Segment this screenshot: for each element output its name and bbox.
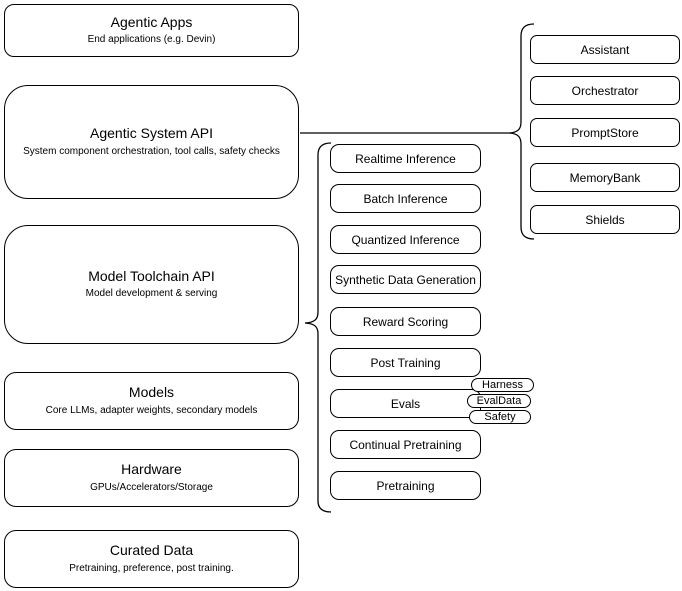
- node-label: Continual Pretraining: [349, 437, 462, 452]
- tag-evaldata: EvalData: [467, 394, 531, 408]
- node-model-toolchain-api: Model Toolchain API Model development & …: [4, 225, 299, 344]
- node-label: Evals: [390, 396, 421, 411]
- node-hardware: Hardware GPUs/Accelerators/Storage: [4, 449, 299, 507]
- node-label: Shields: [585, 212, 625, 227]
- node-label: Realtime Inference: [355, 151, 456, 166]
- node-synthetic-data-generation: Synthetic Data Generation: [330, 265, 481, 294]
- tag-harness: Harness: [471, 378, 534, 392]
- node-realtime-inference: Realtime Inference: [330, 144, 481, 173]
- node-label: Quantized Inference: [351, 232, 460, 247]
- node-label: Pretraining: [376, 478, 435, 493]
- node-promptstore: PromptStore: [530, 118, 680, 147]
- node-subtitle: GPUs/Accelerators/Storage: [90, 481, 213, 493]
- node-label: MemoryBank: [569, 170, 641, 185]
- tag-label: Harness: [482, 379, 523, 391]
- node-agentic-apps: Agentic Apps End applications (e.g. Devi…: [4, 4, 299, 57]
- node-memorybank: MemoryBank: [530, 163, 680, 192]
- node-evals: Evals: [330, 389, 481, 418]
- node-label: Assistant: [580, 42, 630, 57]
- node-shields: Shields: [530, 205, 680, 234]
- node-title: Agentic Apps: [110, 13, 193, 30]
- node-title: Model Toolchain API: [88, 267, 215, 284]
- node-label: Batch Inference: [363, 191, 448, 206]
- node-pretraining: Pretraining: [330, 471, 481, 500]
- node-subtitle: End applications (e.g. Devin): [87, 34, 216, 46]
- node-title: Curated Data: [109, 542, 194, 559]
- node-title: Models: [128, 384, 175, 401]
- tag-label: Safety: [484, 411, 516, 423]
- node-title: Hardware: [121, 461, 182, 478]
- node-title: Agentic System API: [90, 125, 213, 142]
- node-quantized-inference: Quantized Inference: [330, 225, 481, 254]
- tag-safety: Safety: [469, 410, 531, 424]
- node-label: Reward Scoring: [362, 314, 449, 329]
- tag-label: EvalData: [476, 395, 522, 407]
- node-post-training: Post Training: [330, 348, 481, 377]
- node-curated-data: Curated Data Pretraining, preference, po…: [4, 530, 299, 588]
- node-models: Models Core LLMs, adapter weights, secon…: [4, 372, 299, 430]
- node-label: PromptStore: [571, 125, 639, 140]
- node-subtitle: Pretraining, preference, post training.: [69, 562, 234, 574]
- node-continual-pretraining: Continual Pretraining: [330, 430, 481, 459]
- node-label: Synthetic Data Generation: [335, 272, 476, 287]
- toolchain-group-brace: [304, 142, 332, 513]
- node-orchestrator: Orchestrator: [530, 76, 680, 105]
- node-agentic-system-api: Agentic System API System component orch…: [4, 85, 299, 199]
- node-subtitle: Core LLMs, adapter weights, secondary mo…: [45, 404, 258, 416]
- node-label: Post Training: [370, 355, 441, 370]
- node-subtitle: System component orchestration, tool cal…: [23, 145, 280, 157]
- node-reward-scoring: Reward Scoring: [330, 307, 481, 336]
- node-batch-inference: Batch Inference: [330, 184, 481, 213]
- node-label: Orchestrator: [571, 83, 639, 98]
- node-assistant: Assistant: [530, 35, 680, 64]
- node-subtitle: Model development & serving: [85, 288, 218, 300]
